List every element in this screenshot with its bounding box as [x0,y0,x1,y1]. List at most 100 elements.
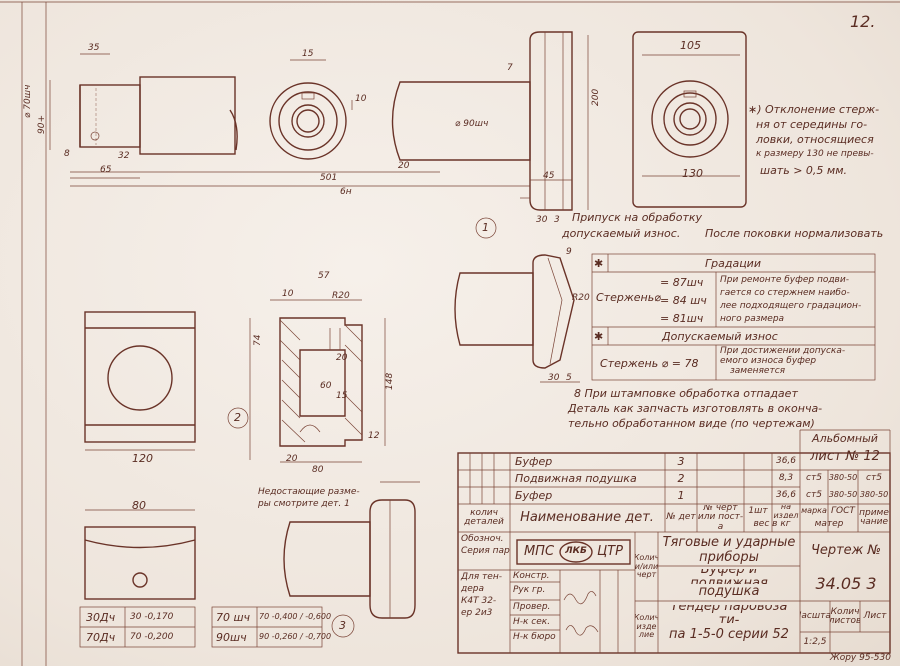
role-2: Рук гр. [513,585,546,596]
group-title-1: Тяговые и ударные [662,535,796,550]
part-row-1-gost: 380-50 [828,473,858,483]
dim-200: 200 [591,88,601,106]
hdr-qty-detail: колич деталей [464,507,504,527]
fit-left-1b: 30 -0,170 [130,612,174,622]
product-title-1: Тендер паровоза ти- [670,605,788,623]
part3-number: 3 [339,619,346,632]
count-label-2: Колич изде лие [635,613,658,640]
dim-30b: 30 [548,373,560,383]
part1-head-front [632,31,747,208]
dim-32: 32 [118,151,130,161]
page-number: 12. [850,12,876,31]
dim-r20: R20 [572,293,590,303]
deviation-note-3: ловки, относящиеся [756,133,874,146]
dim-501: 501 [320,173,338,183]
role-3: Провер. [513,601,551,612]
part-row-2-name: Подвижная подушка [515,472,637,486]
hdr-mark: марка [801,506,827,516]
part-title-1: Буфер и подвижная [690,569,768,584]
dim-74: 74 [253,334,263,346]
part-row-2-mat: ст5 [806,489,822,500]
part2-bottom-view [84,509,196,600]
hdr-note: приме чание [859,507,889,527]
missing-dims-note-2: ры смотрите дет. 1 [258,499,350,509]
deviation-note-4: к размеру 130 не превы- [756,149,874,159]
part-title-2: подушка [698,584,760,599]
part-row-1-mat: ст5 [806,472,822,483]
fit-right-2a: 90шч [216,631,247,644]
part1-end-view [269,59,353,160]
part3-view [283,481,420,638]
repair-note-3: лее подходящего градацион- [720,301,862,311]
dim-45: 45 [543,171,555,181]
missing-dims-note-1: Недостающие разме- [258,487,360,497]
org-logo-lkb: ЛКБ [565,546,587,557]
dim-d90: 90+ [37,115,47,134]
left-label-6: ер 2и3 [461,608,493,619]
dim-15b: 15 [336,391,348,401]
dim-15: 15 [302,49,314,59]
wear-note-1: При достижении допуска- [720,346,846,356]
group-title-2: приборы [699,550,759,565]
part2-views [84,299,386,463]
role-1: Констр. [513,571,550,581]
left-label-1: Обозноч. [461,534,504,545]
dim-20b: 20 [336,353,348,363]
dim-57: 57 [318,271,330,281]
part-row-3-num: 1 [677,489,685,503]
gradation-rod-label: Стержень⌀ [596,291,661,304]
stamping-note-1: 8 При штамповке обработка отпадает [574,387,798,400]
hdr-qty: 1шт [748,505,768,516]
repair-note-2: гается со стержнем наибо- [720,288,850,298]
sheet-label: Лист [863,611,887,622]
gradation-value-3: = 81шч [660,312,704,325]
drawing-label: Чертеж № [810,543,882,559]
allowance-note-3: После поковки нормализовать [705,227,884,240]
dim-60: 60 [320,381,332,391]
dim-130: 130 [682,167,703,180]
dim-65: 65 [100,165,112,175]
part1-number-circle [475,217,497,239]
dim-80b: 80 [312,465,324,475]
dim-22: 20 [398,161,410,171]
hdr-drawing: № черт или пост-а [697,505,744,531]
part1-number: 1 [482,221,489,234]
part-row-3-weight: 36,6 [775,490,797,501]
org-logo-ctr: ЦТР [597,544,623,560]
album-sheet: лист № 12 [810,449,880,465]
hdr-num: № дет [666,512,696,523]
dim-d70: ⌀ 70шч [23,84,33,118]
part1-side-view [49,53,530,187]
fit-left-1a: 30Дч [86,611,116,624]
wear-rod: Стержень ⌀ = 78 [600,357,699,370]
gradation-value-1: = 87шч [660,276,704,289]
left-label-2: Серия пар [461,546,510,557]
dim-80: 80 [132,499,146,512]
fit-right-2b: 90 -0,260 / -0,700 [259,632,332,641]
dim-105: 105 [680,39,701,52]
part-row-1-num: 3 [677,455,685,469]
dim-10: 10 [355,94,367,104]
scale-value: 1:2,5 [803,637,827,648]
gradation-value-2: = 84 шч [660,294,707,307]
gradation-star: ✱ [594,257,604,270]
left-label-5: К4Т 32- [461,596,497,607]
repair-note-1: При ремонте буфер подви- [720,275,849,285]
part1-wear-detail [454,254,580,383]
dim-10b: 10 [282,289,294,299]
dim-35: 35 [88,43,100,53]
part-row-3-mat: ст5 [866,472,882,483]
fit-left-2a: 70Дч [86,631,116,644]
dim-30s: 30 [536,215,548,225]
part-row-2-gost: 380-50 [828,490,858,500]
part-row-2-num: 2 [677,472,685,486]
deviation-note-5: шать > 0,5 мм. [760,164,847,177]
org-logo-mps: МПС [523,544,555,560]
count-label-1: Колич и/или черт [635,553,658,580]
fit-tables-lines [79,606,323,648]
wear-star: ✱ [594,330,604,343]
album-label: Альбомный [812,432,878,446]
hdr-name: Наименование дет. [520,510,654,526]
dim-8: 8 [64,149,70,159]
